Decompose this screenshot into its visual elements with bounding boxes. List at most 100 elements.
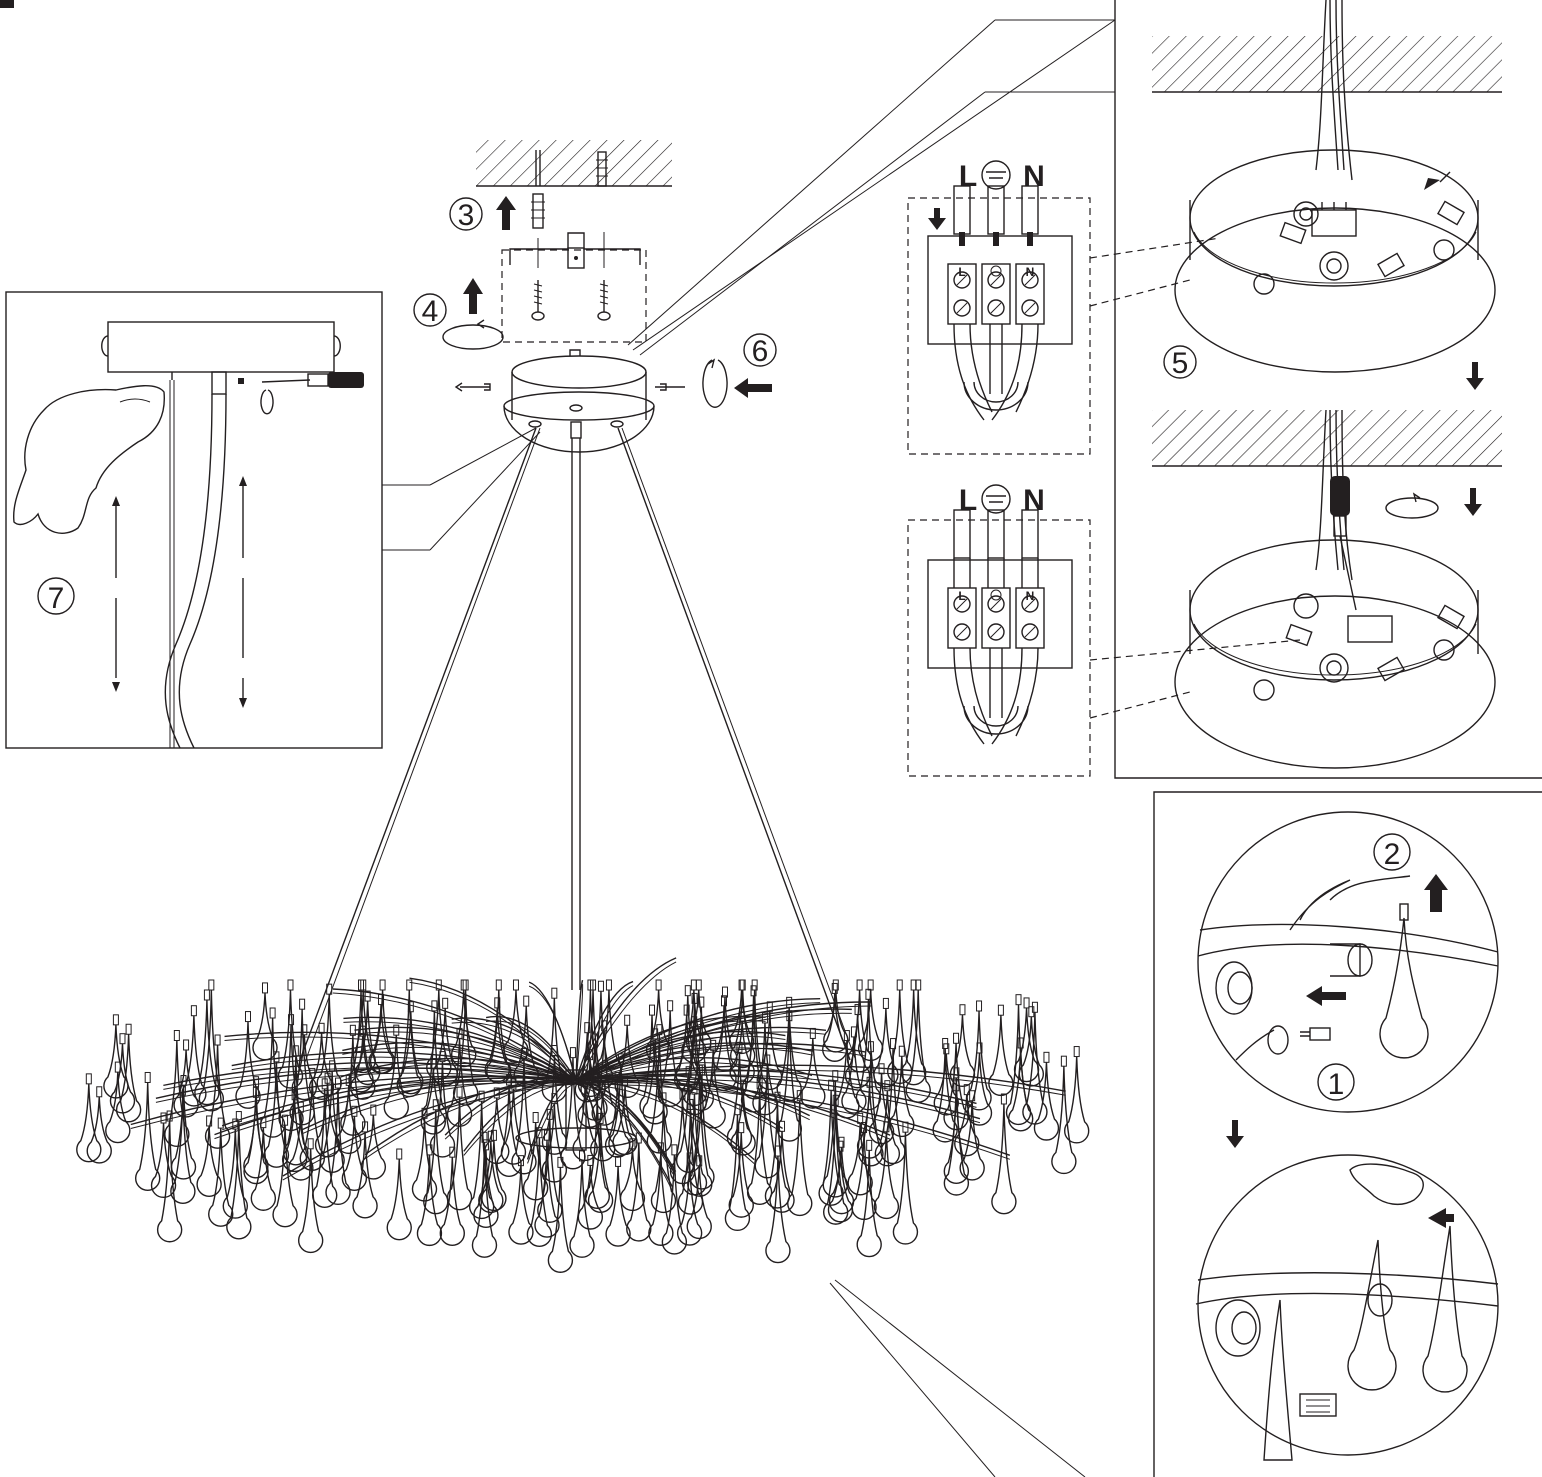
glass-drop <box>1033 1051 1060 1141</box>
earth-ground-icon <box>981 484 1011 514</box>
step-7-number: 7 <box>48 582 65 615</box>
glass-drop <box>991 1093 1017 1215</box>
glass-drop <box>360 1104 386 1180</box>
glass-drop <box>765 1145 791 1264</box>
glass-drop <box>263 1051 290 1168</box>
glass-drop <box>587 1112 614 1213</box>
glass-drop <box>943 1067 970 1196</box>
wall-plug-icon <box>596 151 608 187</box>
screw-icon <box>454 382 491 392</box>
ceiling-mount-assembly: 3 4 <box>413 140 777 453</box>
glass-drop <box>278 1014 304 1132</box>
terminal-screw-icon <box>987 595 1005 613</box>
earth-ground-icon <box>990 265 1002 277</box>
left-arrow-icon <box>734 378 772 398</box>
g9-bulb-icon <box>1300 1027 1331 1041</box>
terminal-label-neutral: N <box>1026 589 1035 603</box>
glass-drop <box>740 985 767 1113</box>
glass-drop <box>943 1032 969 1131</box>
g9-bulb-icon <box>1299 1393 1337 1417</box>
terminal-screw-icon <box>987 623 1005 641</box>
step-5-circle <box>1163 345 1197 379</box>
down-arrow-icon <box>928 208 946 230</box>
glass-drop <box>481 1129 507 1212</box>
terminal-block <box>1347 615 1393 643</box>
rotate-arrow-icon <box>1385 497 1439 519</box>
step-2-number: 2 <box>1384 838 1401 871</box>
terminal-screw-icon <box>1021 595 1039 613</box>
live-heading: L <box>959 484 977 517</box>
glass-drop <box>277 979 304 1089</box>
glass-drop <box>308 1022 335 1100</box>
glass-drop <box>900 979 927 1086</box>
step-6-circle <box>743 333 777 367</box>
glass-drop <box>243 1086 269 1179</box>
step-4-circle <box>413 293 447 327</box>
glass-drop <box>208 1117 234 1227</box>
glass-drop <box>856 1139 882 1258</box>
terminal-screw-icon <box>987 271 1005 289</box>
glass-drop <box>164 1030 190 1147</box>
glass-drop <box>446 1086 473 1211</box>
live-heading: L <box>959 160 977 193</box>
glass-drop <box>86 1086 112 1164</box>
screwdriver-icon <box>1330 476 1357 611</box>
glass-drop <box>639 1004 665 1119</box>
chandelier-body <box>76 957 1090 1273</box>
glass-drop <box>847 1112 873 1196</box>
down-arrow-icon <box>1464 488 1482 516</box>
ceiling-canopy <box>503 349 655 453</box>
glass-drop <box>468 1090 495 1220</box>
glass-drop <box>577 1049 603 1128</box>
supply-wire <box>953 509 971 559</box>
glass-drop <box>873 997 899 1088</box>
glass-drop <box>272 1114 298 1228</box>
glass-drop <box>511 1048 537 1175</box>
glass-drop <box>341 1105 368 1191</box>
glass-drop <box>283 1045 309 1166</box>
step-3-circle <box>449 197 483 231</box>
ceiling-hatch <box>476 140 672 186</box>
glass-drop <box>855 988 882 1111</box>
glass-drop <box>605 1155 631 1247</box>
glass-drop <box>823 1094 849 1225</box>
glass-drop <box>1064 1046 1090 1144</box>
leader-lines <box>382 19 1116 1477</box>
glass-drop <box>757 1001 783 1091</box>
glass-drop <box>560 1047 586 1170</box>
glass-drop <box>298 1138 324 1254</box>
glass-drop <box>892 1121 919 1245</box>
glass-drop <box>411 1107 438 1202</box>
right-arrow-icon <box>1428 1208 1454 1228</box>
glass-drop <box>1022 1001 1048 1125</box>
glass-drop <box>1051 1055 1077 1175</box>
glass-drop <box>252 982 278 1061</box>
glass-drop <box>776 996 802 1102</box>
step-7-circle <box>37 577 75 615</box>
glass-drop <box>728 1122 754 1218</box>
glass-drop <box>513 995 539 1088</box>
glass-drop <box>281 1089 308 1173</box>
canopy-open-view-after <box>1174 409 1496 769</box>
glass-drop <box>700 1039 726 1129</box>
cord-grip <box>211 371 227 395</box>
glass-drop <box>932 1037 958 1143</box>
glass-drop <box>508 1155 534 1245</box>
glass-drops <box>76 979 1090 1273</box>
glass-drop <box>645 979 672 1063</box>
terminal-label-live: L <box>958 265 965 279</box>
glass-drop-icon <box>1422 1225 1468 1393</box>
glass-drop <box>439 1146 465 1246</box>
down-arrow-icon <box>1466 362 1484 390</box>
glass-drop <box>316 983 342 1096</box>
glass-drop <box>478 1130 504 1214</box>
glass-drop <box>1008 1037 1034 1132</box>
step-5-number: 5 <box>1172 347 1189 380</box>
glass-drop <box>591 1020 617 1126</box>
bulb-socket-icon <box>1215 961 1253 1015</box>
glass-drop <box>889 1045 915 1138</box>
supply-wire <box>987 509 1005 559</box>
glass-drop <box>115 1023 142 1123</box>
glass-drop <box>834 1030 860 1119</box>
bulb-detail-refit <box>1195 1154 1499 1461</box>
